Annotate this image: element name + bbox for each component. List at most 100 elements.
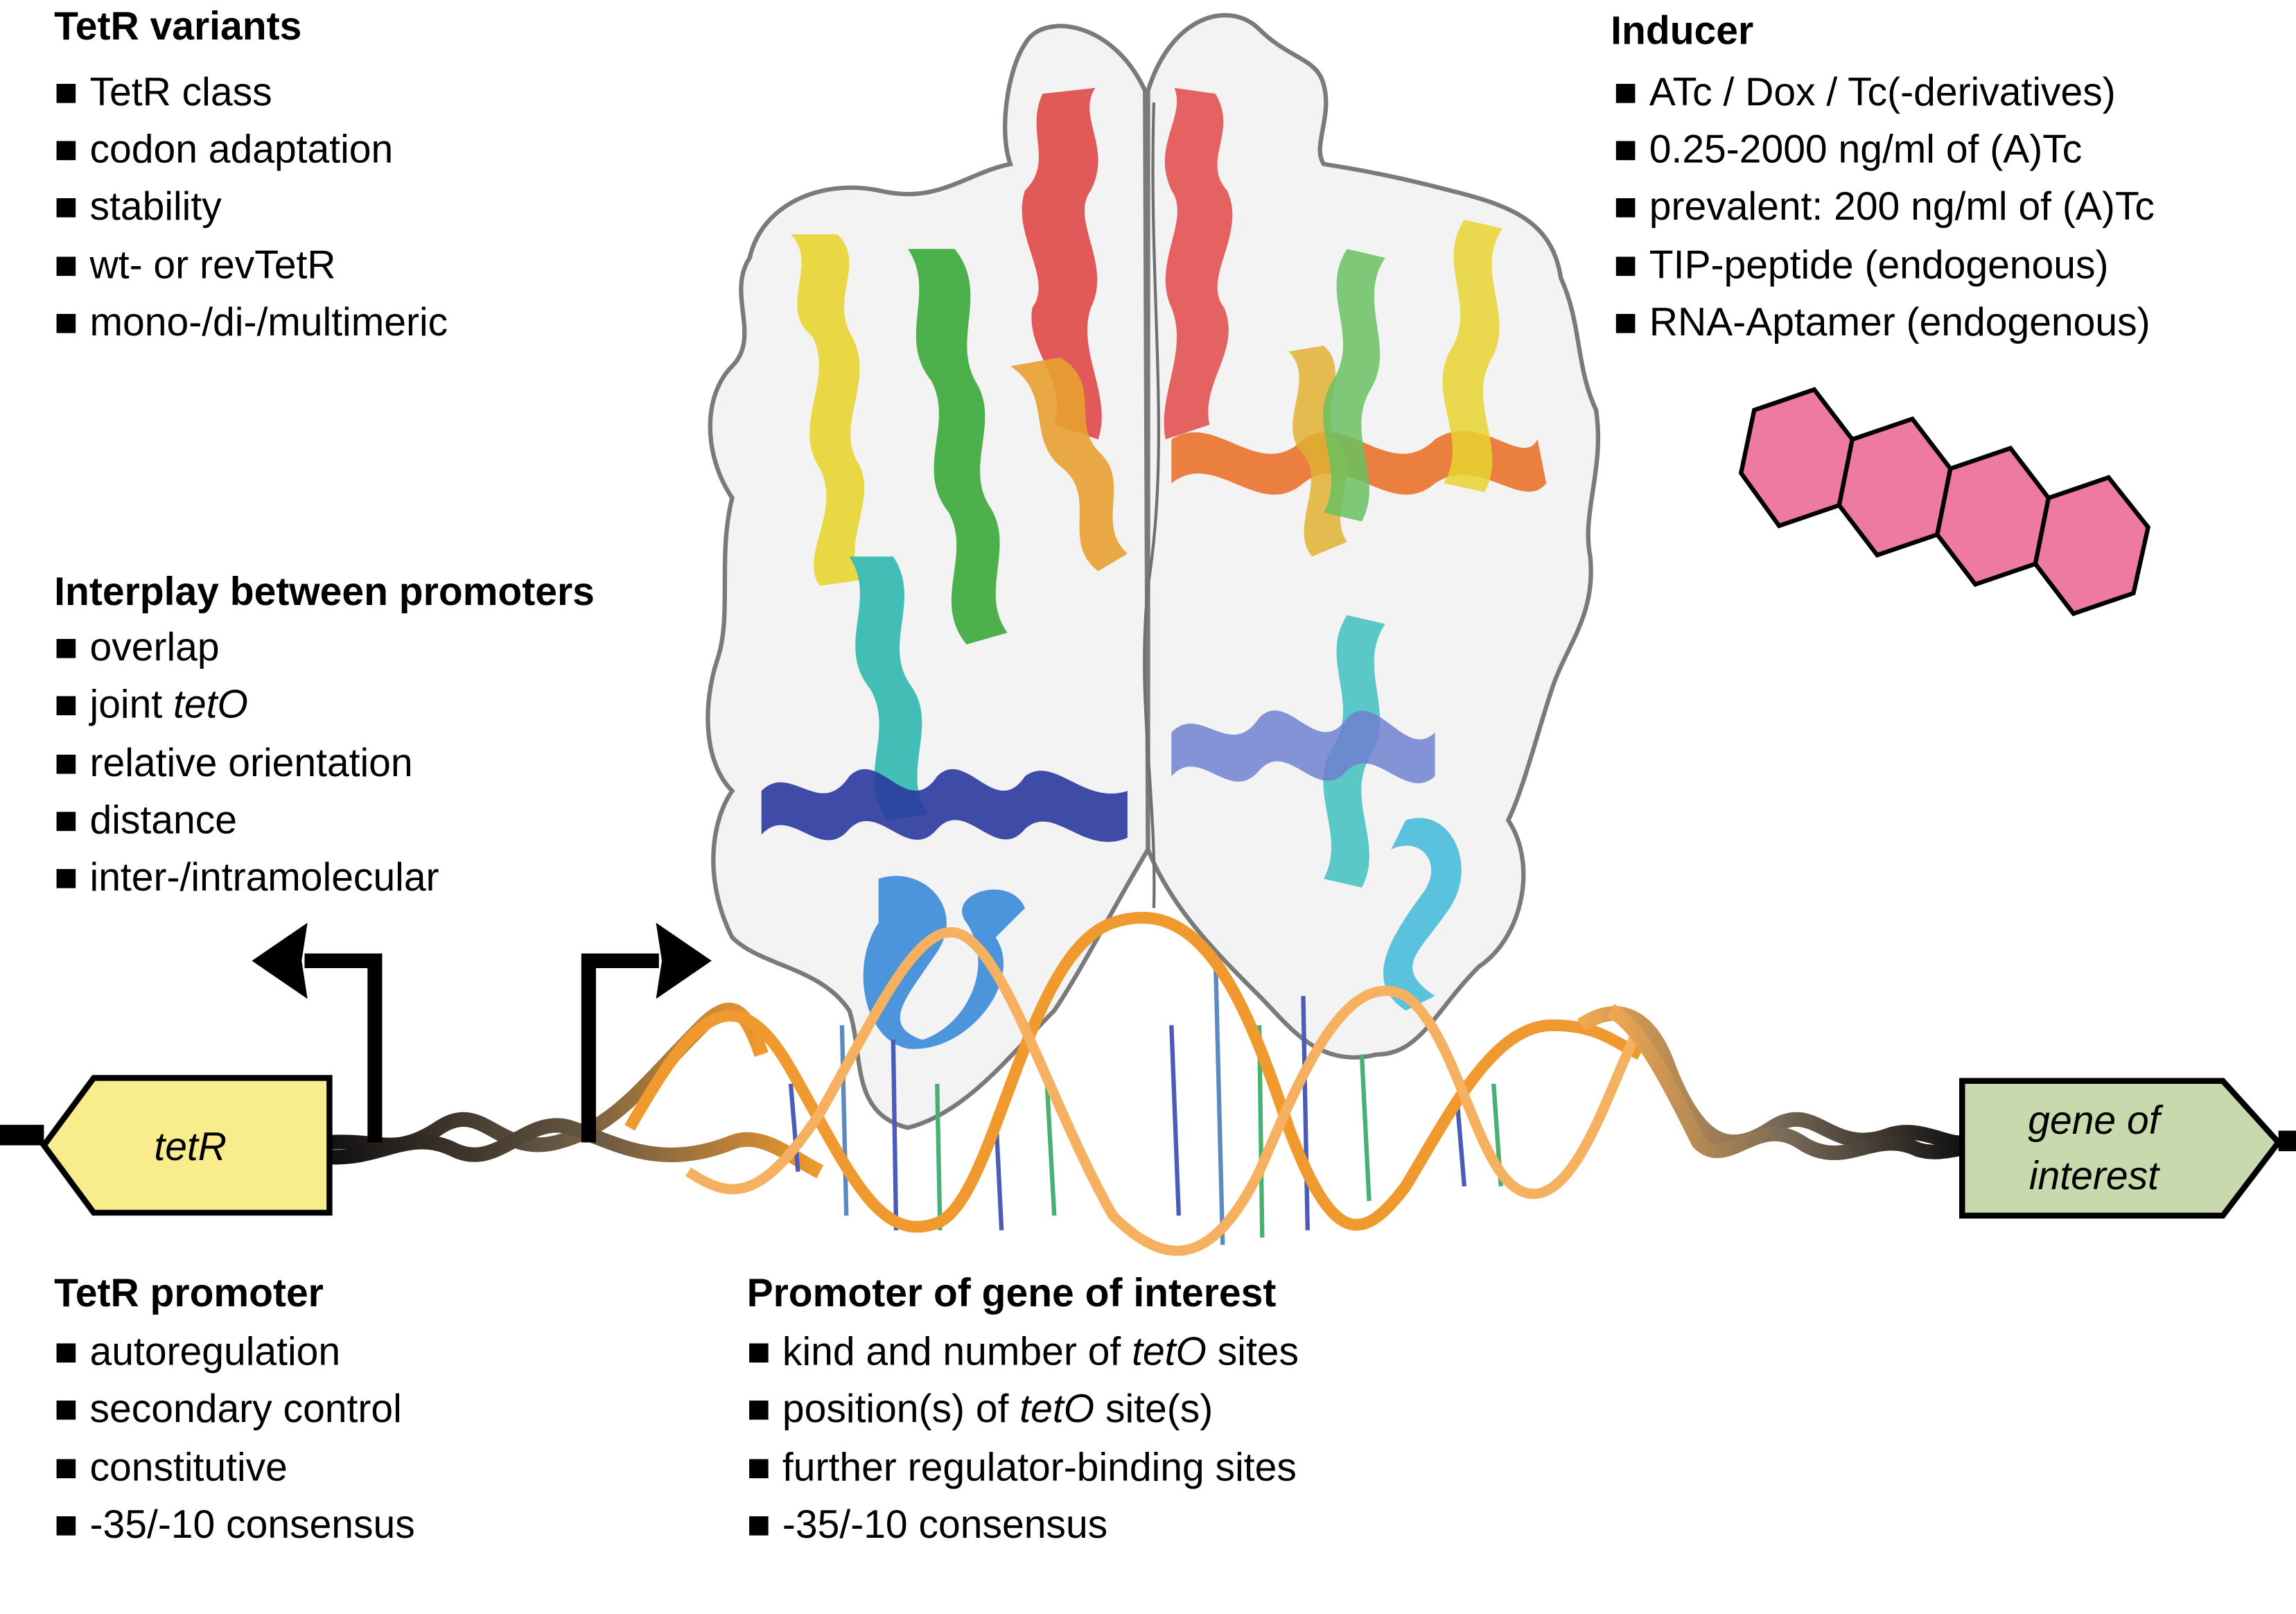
tetr-gene-label: tetR: [154, 1125, 227, 1169]
list-item: ■distance: [54, 798, 237, 843]
tetr-gene-arrow-box: [40, 1075, 333, 1216]
bullet-square-icon: ■: [54, 1502, 78, 1547]
list-item: ■prevalent: 200 ng/ml of (A)Tc: [1613, 184, 2155, 229]
bullet-square-icon: ■: [54, 300, 78, 344]
section-title: TetR promoter: [54, 1271, 324, 1315]
base-pair: [1213, 951, 1225, 1245]
tetr-promoter-arrowhead: [252, 922, 308, 999]
dna-backbone-left-end: [0, 1125, 44, 1146]
inducer-ring: [1934, 445, 2051, 587]
bullet-square-icon: ■: [1613, 184, 1637, 229]
bullet-square-icon: ■: [54, 1330, 78, 1374]
section-title: Promoter of gene of interest: [747, 1271, 1277, 1315]
list-item: ■mono-/di-/multimeric: [54, 300, 448, 344]
list-item: ■-35/-10 consensus: [747, 1502, 1108, 1547]
helix-blue-hth: [761, 769, 1128, 842]
list-item: ■overlap: [54, 625, 219, 669]
list-item: ■relative orientation: [54, 741, 412, 785]
bullet-square-icon: ■: [54, 625, 78, 669]
bullet-list: ■overlap ■joint tetO ■relative orientati…: [54, 625, 439, 900]
helix-lightblue: [863, 875, 1026, 1049]
section-interplay-promoters: Interplay between promoters ■overlap ■jo…: [54, 570, 595, 900]
list-item: ■autoregulation: [54, 1330, 340, 1374]
helix-cyan: [1383, 818, 1462, 1011]
list-item: ■TetR class: [54, 70, 272, 114]
base-pair: [1455, 1098, 1467, 1187]
protein-monomer-left: [761, 87, 1128, 1049]
helix-green: [1323, 249, 1385, 522]
bullet-square-icon: ■: [54, 184, 78, 229]
helix-teal: [849, 556, 929, 821]
dna-double-helix: [0, 911, 2296, 1256]
base-pair: [1359, 1054, 1372, 1202]
base-pair: [839, 1025, 849, 1216]
base-pair: [1301, 996, 1310, 1231]
dna-strand-back: [685, 927, 1645, 1256]
bullet-square-icon: ■: [54, 1446, 78, 1490]
bullet-square-icon: ■: [54, 128, 78, 172]
list-item: ■constitutive: [54, 1446, 288, 1490]
bullet-square-icon: ■: [54, 70, 78, 114]
helix-red: [1164, 87, 1233, 440]
section-goi-promoter: Promoter of gene of interest ■kind and n…: [747, 1271, 1299, 1547]
list-item: ■stability: [54, 184, 222, 229]
base-pair: [935, 1083, 943, 1231]
base-pair: [788, 1083, 800, 1173]
dimer-interface-line: [1143, 102, 1160, 909]
goi-promoter-arrowhead: [656, 922, 712, 999]
goi-arrow-box: [1959, 1078, 2283, 1219]
dna-backbone-right-end: [2278, 1130, 2296, 1152]
inducer-ring: [1837, 416, 1953, 558]
dna-strand-left-b: [328, 1118, 824, 1179]
bullet-square-icon: ■: [54, 855, 78, 900]
bullet-square-icon: ■: [54, 798, 78, 843]
bullet-square-icon: ■: [1613, 243, 1637, 288]
base-pair: [1169, 1025, 1182, 1216]
gene-of-interest: gene of interest: [1959, 1078, 2283, 1219]
list-item: ■position(s) of tetO site(s): [747, 1387, 1213, 1431]
list-item: ■codon adaptation: [54, 128, 393, 172]
list-item: ■ATc / Dox / Tc(-derivatives): [1613, 70, 2115, 114]
bullet-list: ■kind and number of tetO sites ■position…: [747, 1330, 1299, 1547]
list-item: ■0.25-2000 ng/ml of (A)Tc: [1613, 128, 2082, 172]
helix-yellow: [1442, 220, 1502, 493]
bullet-square-icon: ■: [747, 1387, 771, 1431]
inducer-molecule-icon: [1738, 387, 2151, 617]
section-inducer: Inducer ■ATc / Dox / Tc(-derivatives) ■0…: [1611, 8, 2155, 344]
inducer-ring: [1738, 387, 1855, 529]
bullet-square-icon: ■: [1613, 70, 1637, 114]
tetr-promoter-arrow-line: [304, 953, 383, 1143]
bullet-square-icon: ■: [747, 1502, 771, 1547]
section-tetr-promoter: TetR promoter ■autoregulation ■secondary…: [54, 1271, 415, 1547]
helix-green: [907, 249, 1008, 644]
bullet-square-icon: ■: [747, 1446, 771, 1490]
bullet-list: ■ATc / Dox / Tc(-derivatives) ■0.25-2000…: [1613, 70, 2155, 344]
base-pair: [891, 1040, 899, 1231]
list-item: ■further regulator-binding sites: [747, 1446, 1297, 1490]
bullet-square-icon: ■: [54, 1387, 78, 1431]
bullet-square-icon: ■: [54, 243, 78, 288]
list-item: ■inter-/intramolecular: [54, 855, 439, 900]
bullet-list: ■TetR class ■codon adaptation ■stability…: [54, 70, 448, 344]
base-pair: [1044, 1083, 1057, 1216]
dna-strand-right-b: [1606, 1003, 1964, 1161]
section-tetr-variants: TetR variants ■TetR class ■codon adaptat…: [54, 4, 448, 344]
helix-red: [1022, 87, 1102, 440]
bullet-square-icon: ■: [1613, 300, 1637, 344]
helix-yellow: [790, 234, 865, 586]
tetr-protein-structure: [706, 12, 1601, 1130]
protein-monomer-right: [1164, 87, 1547, 1011]
section-title: TetR variants: [54, 4, 301, 49]
list-item: ■TIP-peptide (endogenous): [1613, 243, 2108, 288]
tetr-promoter-arrow: [252, 922, 383, 1143]
list-item: ■-35/-10 consensus: [54, 1502, 415, 1547]
bullet-square-icon: ■: [747, 1330, 771, 1374]
bullet-square-icon: ■: [54, 683, 78, 727]
list-item: ■joint tetO: [54, 683, 248, 727]
list-item: ■RNA-Aptamer (endogenous): [1613, 300, 2150, 344]
goi-label-line2: interest: [2029, 1154, 2160, 1198]
goi-promoter-arrow: [581, 922, 712, 1143]
list-item: ■kind and number of tetO sites: [747, 1330, 1299, 1374]
bullet-square-icon: ■: [1613, 128, 1637, 172]
